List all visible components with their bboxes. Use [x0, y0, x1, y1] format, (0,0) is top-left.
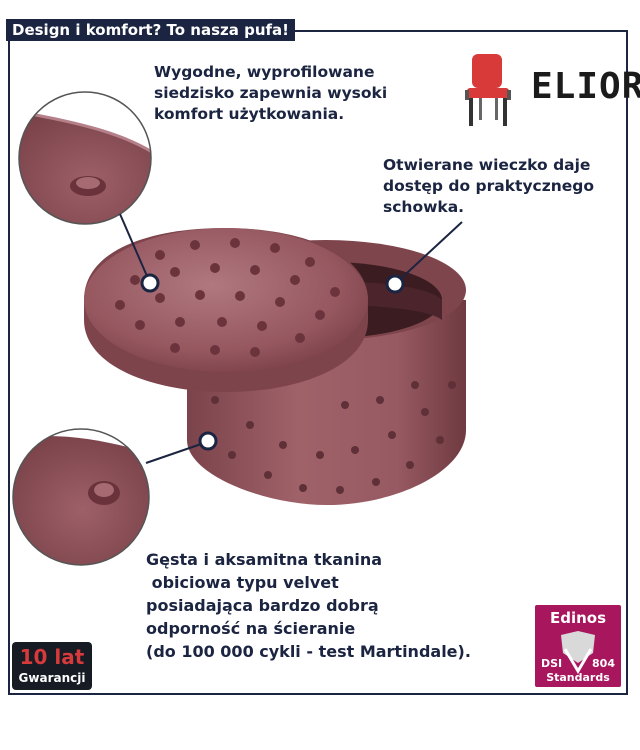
edinos-standards-label: Standards — [546, 671, 610, 684]
pouf-lid — [84, 228, 368, 392]
zoom-fabric-detail — [12, 428, 150, 566]
brand-logo: ELIOR — [455, 50, 640, 130]
brand-name: ELIOR — [531, 66, 640, 107]
content-frame — [8, 30, 628, 695]
edinos-emblem-icon — [561, 631, 595, 674]
page-title: Design i komfort? To nasza pufa! — [6, 19, 296, 41]
edinos-standards-badge: Edinos DSI 804 Standards — [535, 605, 621, 687]
edinos-number: 804 — [592, 657, 615, 670]
chair-icon — [465, 54, 511, 126]
callout-seat: Wygodne, wyprofilowane siedzisko zapewni… — [154, 63, 388, 123]
edinos-dsi: DSI — [541, 657, 563, 670]
callout-lid: Otwierane wieczko daje dostęp do praktyc… — [383, 156, 595, 216]
callout-connectors — [119, 213, 463, 464]
zoom-seat-detail — [18, 91, 152, 225]
guarantee-badge: 10 lat Gwarancji — [12, 642, 92, 690]
guarantee-label: Gwarancji — [18, 671, 86, 685]
edinos-title: Edinos — [549, 609, 607, 627]
callout-fabric: Gęsta i aksamitna tkanina obiciowa typu … — [146, 550, 471, 661]
guarantee-years: 10 lat — [19, 645, 85, 669]
